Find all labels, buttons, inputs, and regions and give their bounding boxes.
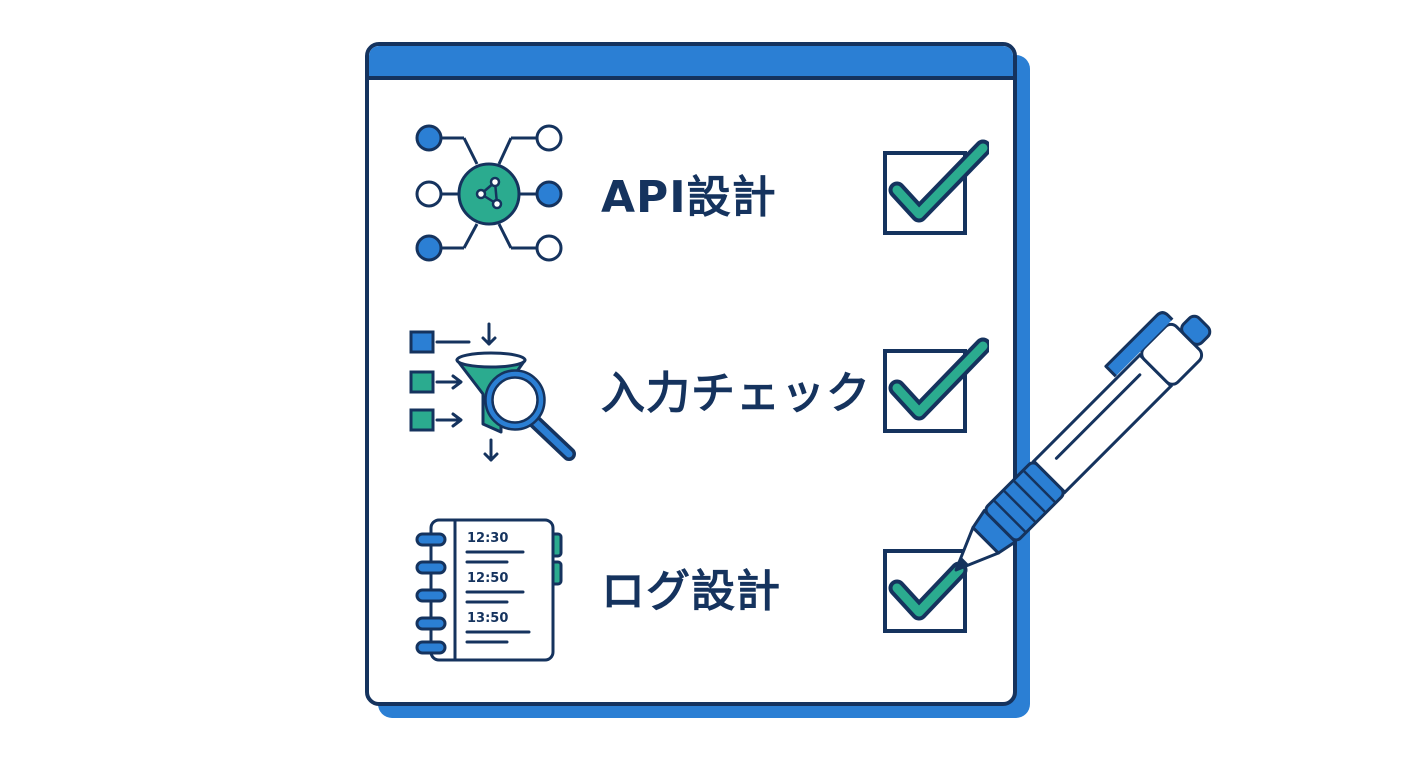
checkbox-checked-icon[interactable] <box>879 336 989 436</box>
network-nodes-icon <box>415 124 563 262</box>
filter-magnifier-icon <box>409 322 576 462</box>
log-time: 12:30 <box>467 531 508 546</box>
pen-icon <box>954 311 1212 572</box>
checkbox-checked-icon[interactable] <box>879 138 989 238</box>
checklist-item-label: API設計 <box>601 172 777 223</box>
card-header-bar <box>369 46 1013 80</box>
checklist-item-label: ログ設計 <box>601 566 781 617</box>
log-time: 12:50 <box>467 571 508 586</box>
log-notebook-icon: 12:30 12:50 13:50 <box>415 518 563 662</box>
checkbox-checked-icon[interactable] <box>879 536 989 636</box>
checklist-card: API設計 <box>365 42 1017 706</box>
checklist-item-label: 入力チェック <box>601 368 871 419</box>
log-time: 13:50 <box>467 611 508 626</box>
